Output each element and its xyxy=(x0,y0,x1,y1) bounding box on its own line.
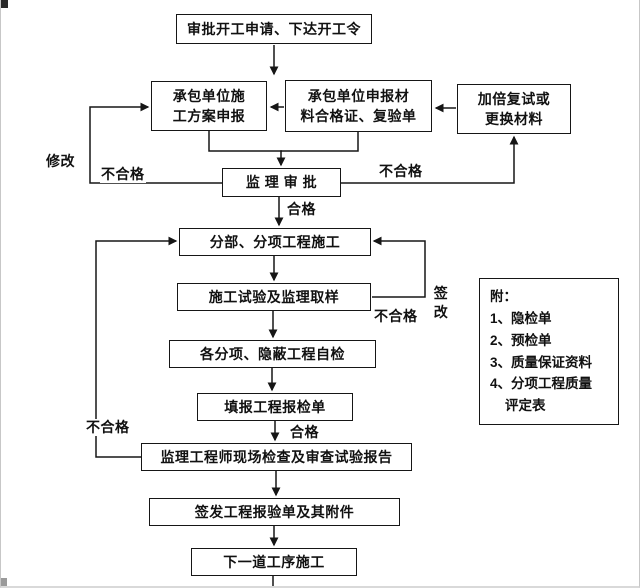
node-contractor-plan: 承包单位施 工方案申报 xyxy=(151,81,267,131)
label-fail-right-top: 不合格 xyxy=(378,163,424,180)
connector-review-fail-right xyxy=(341,135,519,184)
appendix-item-2: 2、预检单 xyxy=(490,332,552,348)
node-site-check: 监理工程师现场检查及审查试验报告 xyxy=(141,443,412,471)
bottom-edge-artifact xyxy=(1,578,7,586)
node-contractor-materials: 承包单位申报材 料合格证、复验单 xyxy=(285,80,432,132)
label-fail-right-mid: 不合格 xyxy=(373,308,419,325)
node-self-inspection: 各分项、隐蔽工程自检 xyxy=(169,340,376,368)
node-fill-inspection-form: 填报工程报检单 xyxy=(197,393,353,421)
appendix-item-3: 3、质量保证资料 xyxy=(490,354,593,370)
node-retest-or-replace: 加倍复试或 更换材料 xyxy=(457,84,571,134)
connector-test-fail-back xyxy=(372,236,426,298)
corner-artifact xyxy=(1,0,8,8)
label-sign-change: 签改 xyxy=(432,284,450,322)
node-next-process: 下一道工序施工 xyxy=(191,548,357,576)
appendix-title: 附： xyxy=(490,289,517,304)
label-fail-left-top: 不合格 xyxy=(100,166,146,183)
node-start: 审批开工申请、下达开工令 xyxy=(176,14,372,44)
node-supervisor-review: 监 理 审 批 xyxy=(222,168,341,197)
node-issue-form: 签发工程报验单及其附件 xyxy=(149,498,400,526)
connector-materials-to-review xyxy=(276,132,359,167)
label-pass-bottom: 合格 xyxy=(289,424,320,441)
connector-review-fail-left xyxy=(89,102,222,184)
appendix-note: 附： 1、隐检单 2、预检单 3、质量保证资料 4、分项工程质量 评定表 xyxy=(479,278,619,425)
appendix-item-4-cont: 评定表 xyxy=(505,398,546,414)
node-test-sampling: 施工试验及监理取样 xyxy=(177,283,371,311)
appendix-item-4: 4、分项工程质量 xyxy=(490,376,593,392)
appendix-item-1: 1、隐检单 xyxy=(490,310,552,326)
label-pass-top: 合格 xyxy=(286,201,317,218)
node-subproject-construction: 分部、分项工程施工 xyxy=(179,228,371,256)
label-fail-left-bottom: 不合格 xyxy=(85,419,131,436)
connector-sitecheck-fail-back xyxy=(95,236,178,458)
connector-plan-merge xyxy=(208,131,282,152)
label-modify: 修改 xyxy=(45,153,76,170)
